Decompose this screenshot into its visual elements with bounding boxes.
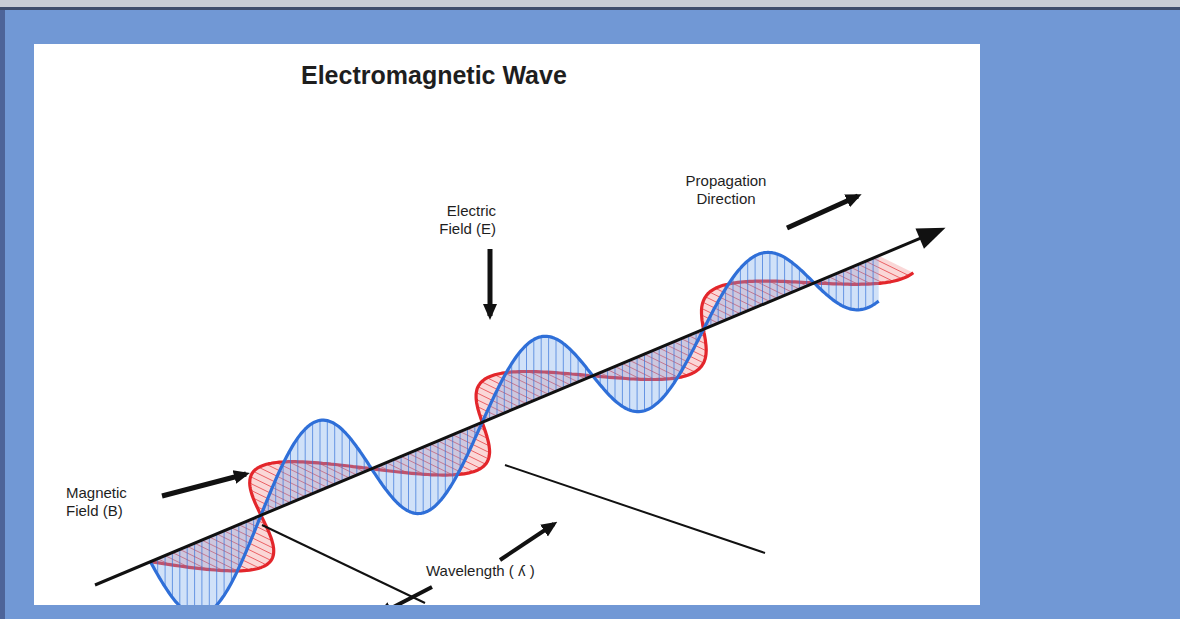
callout-arrow	[787, 196, 858, 228]
window-band	[0, 0, 1180, 7]
window-edge	[0, 10, 5, 619]
wave-illustration	[34, 44, 980, 605]
callout-arrow	[380, 587, 432, 605]
callout-label: Propagation Direction	[671, 172, 781, 208]
callout-arrow	[162, 474, 246, 496]
magnetic-wave	[150, 256, 913, 571]
wave-fill	[150, 256, 913, 571]
diagram-title: Electromagnetic Wave	[301, 60, 567, 90]
callout-label: Magnetic Field (B)	[66, 484, 152, 520]
wave-hatch	[150, 253, 873, 606]
callout-arrow	[488, 249, 493, 316]
electric-wave	[150, 252, 878, 605]
figure-panel: Electromagnetic WavePropagation Directio…	[34, 44, 980, 605]
dimension-line	[262, 525, 425, 603]
callout-label: Electric Field (E)	[416, 202, 496, 238]
dimension-label: Wavelength ( ʎ )	[426, 562, 535, 580]
propagation-axis	[95, 235, 929, 585]
wave-curve	[150, 252, 878, 605]
axis-arrowhead	[915, 228, 945, 249]
window-rule	[0, 7, 1180, 10]
wave-fill	[150, 252, 878, 605]
callout-arrow	[500, 524, 554, 560]
dimension-line	[505, 465, 765, 553]
